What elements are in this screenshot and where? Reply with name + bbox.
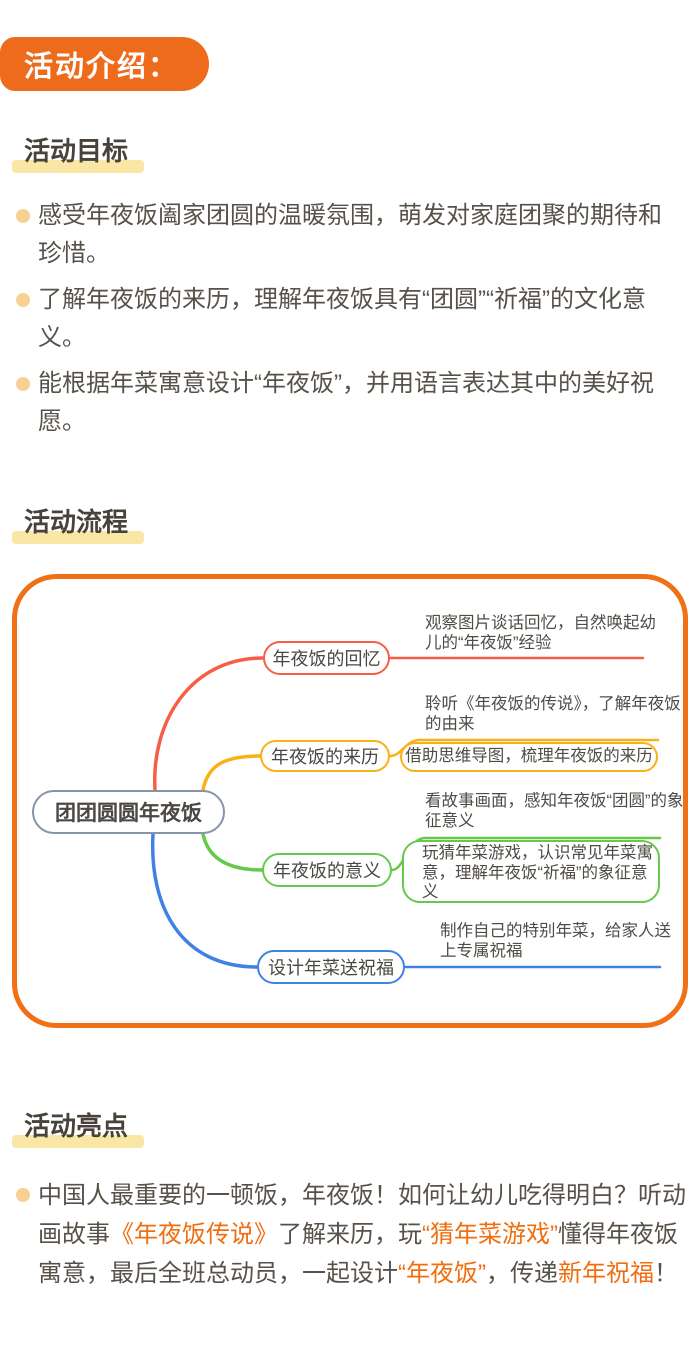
text-segment: 懂得年夜饭寓意，最后全班总动员，一起设计	[38, 1221, 678, 1287]
highlights-heading-text: 活动亮点	[11, 1106, 145, 1148]
branch-curve-design	[150, 832, 259, 969]
bullet-dot-icon	[16, 293, 30, 307]
branch-curve-memory	[153, 656, 265, 792]
mindmap-branch-design: 设计年菜送祝福	[257, 950, 405, 984]
highlights-section: 中国人最重要的一顿饭，年夜饭！如何让幼儿吃得明白？听动画故事《年夜饭传说》了解来…	[0, 1176, 700, 1293]
goals-list: 感受年夜饭阖家团圆的温暖氛围，萌发对家庭团聚的期待和珍惜。 了解年夜饭的来历，理…	[0, 197, 700, 449]
goal-item-text: 了解年夜饭的来历，理解年夜饭具有“团圆”“祈福”的文化意义。	[38, 286, 646, 351]
mindmap-note: 看故事画面，感知年夜饭“团圆”的象征意义	[425, 792, 684, 830]
branch-curve-meaning	[201, 832, 264, 872]
mindmap-branch-memory: 年夜饭的回忆	[263, 641, 390, 675]
section-heading-flow: 活动流程	[11, 502, 145, 544]
section-heading-highlights: 活动亮点	[11, 1106, 145, 1148]
text-segment: ，传递	[485, 1260, 558, 1287]
mindmap-note: 制作自己的特别年菜，给家人送上专属祝福	[440, 922, 671, 960]
mindmap-note-boxed: 借助思维导图，梳理年夜饭的来历	[400, 742, 658, 772]
text-segment: ！	[653, 1260, 678, 1287]
mindmap-note: 观察图片谈话回忆，自然唤起幼儿的“年夜饭”经验	[425, 614, 656, 652]
goals-heading-text: 活动目标	[11, 131, 145, 173]
text-segment: 中国人最重要的一顿饭，年夜饭！如何让幼儿吃得明白？听动画故事	[38, 1182, 686, 1248]
section-heading-goals: 活动目标	[11, 131, 145, 173]
emphasis-text-segment: 新年祝福	[557, 1260, 654, 1287]
bullet-dot-icon	[16, 1188, 30, 1202]
mindmap-branch-origin: 年夜饭的来历	[260, 740, 390, 772]
mindmap-branch-meaning: 年夜饭的意义	[262, 853, 392, 887]
mindmap-center-node: 团团圆圆年夜饭	[32, 790, 225, 834]
activity-flow-mindmap: 团团圆圆年夜饭 年夜饭的回忆 年夜饭的来历 年夜饭的意义 设计年菜送祝福 观察图…	[12, 574, 688, 1028]
flow-heading-text: 活动流程	[11, 502, 145, 544]
goal-item-text: 感受年夜饭阖家团圆的温暖氛围，萌发对家庭团聚的期待和珍惜。	[38, 202, 662, 267]
emphasis-text-segment: “年夜饭”	[398, 1260, 486, 1287]
goal-item: 感受年夜饭阖家团圆的温暖氛围，萌发对家庭团聚的期待和珍惜。	[0, 197, 680, 273]
text-segment: 了解来历，玩	[278, 1221, 422, 1248]
goal-item: 了解年夜饭的来历，理解年夜饭具有“团圆”“祈福”的文化意义。	[0, 281, 680, 357]
highlights-paragraph: 中国人最重要的一顿饭，年夜饭！如何让幼儿吃得明白？听动画故事《年夜饭传说》了解来…	[0, 1176, 686, 1293]
goal-item: 能根据年菜寓意设计“年夜饭”，并用语言表达其中的美好祝愿。	[0, 365, 680, 441]
bullet-dot-icon	[16, 209, 30, 223]
emphasis-text-segment: “猜年菜游戏”	[422, 1221, 558, 1248]
bullet-dot-icon	[16, 377, 30, 391]
page-title-badge: 活动介绍：	[0, 37, 210, 91]
branch-curve-origin	[201, 754, 262, 792]
mindmap-connectors	[12, 574, 688, 1028]
goal-item-text: 能根据年菜寓意设计“年夜饭”，并用语言表达其中的美好祝愿。	[38, 370, 654, 435]
page-title: 活动介绍：	[24, 51, 180, 83]
mindmap-frame	[12, 574, 688, 1028]
mindmap-note: 聆听《年夜饭的传说》，了解年夜饭的由来	[425, 695, 681, 733]
emphasis-text-segment: 《年夜饭传说》	[110, 1221, 278, 1248]
mindmap-note-boxed: 玩猜年菜游戏，认识常见年菜寓意，理解年夜饭“祈福”的象征意义	[402, 840, 660, 903]
